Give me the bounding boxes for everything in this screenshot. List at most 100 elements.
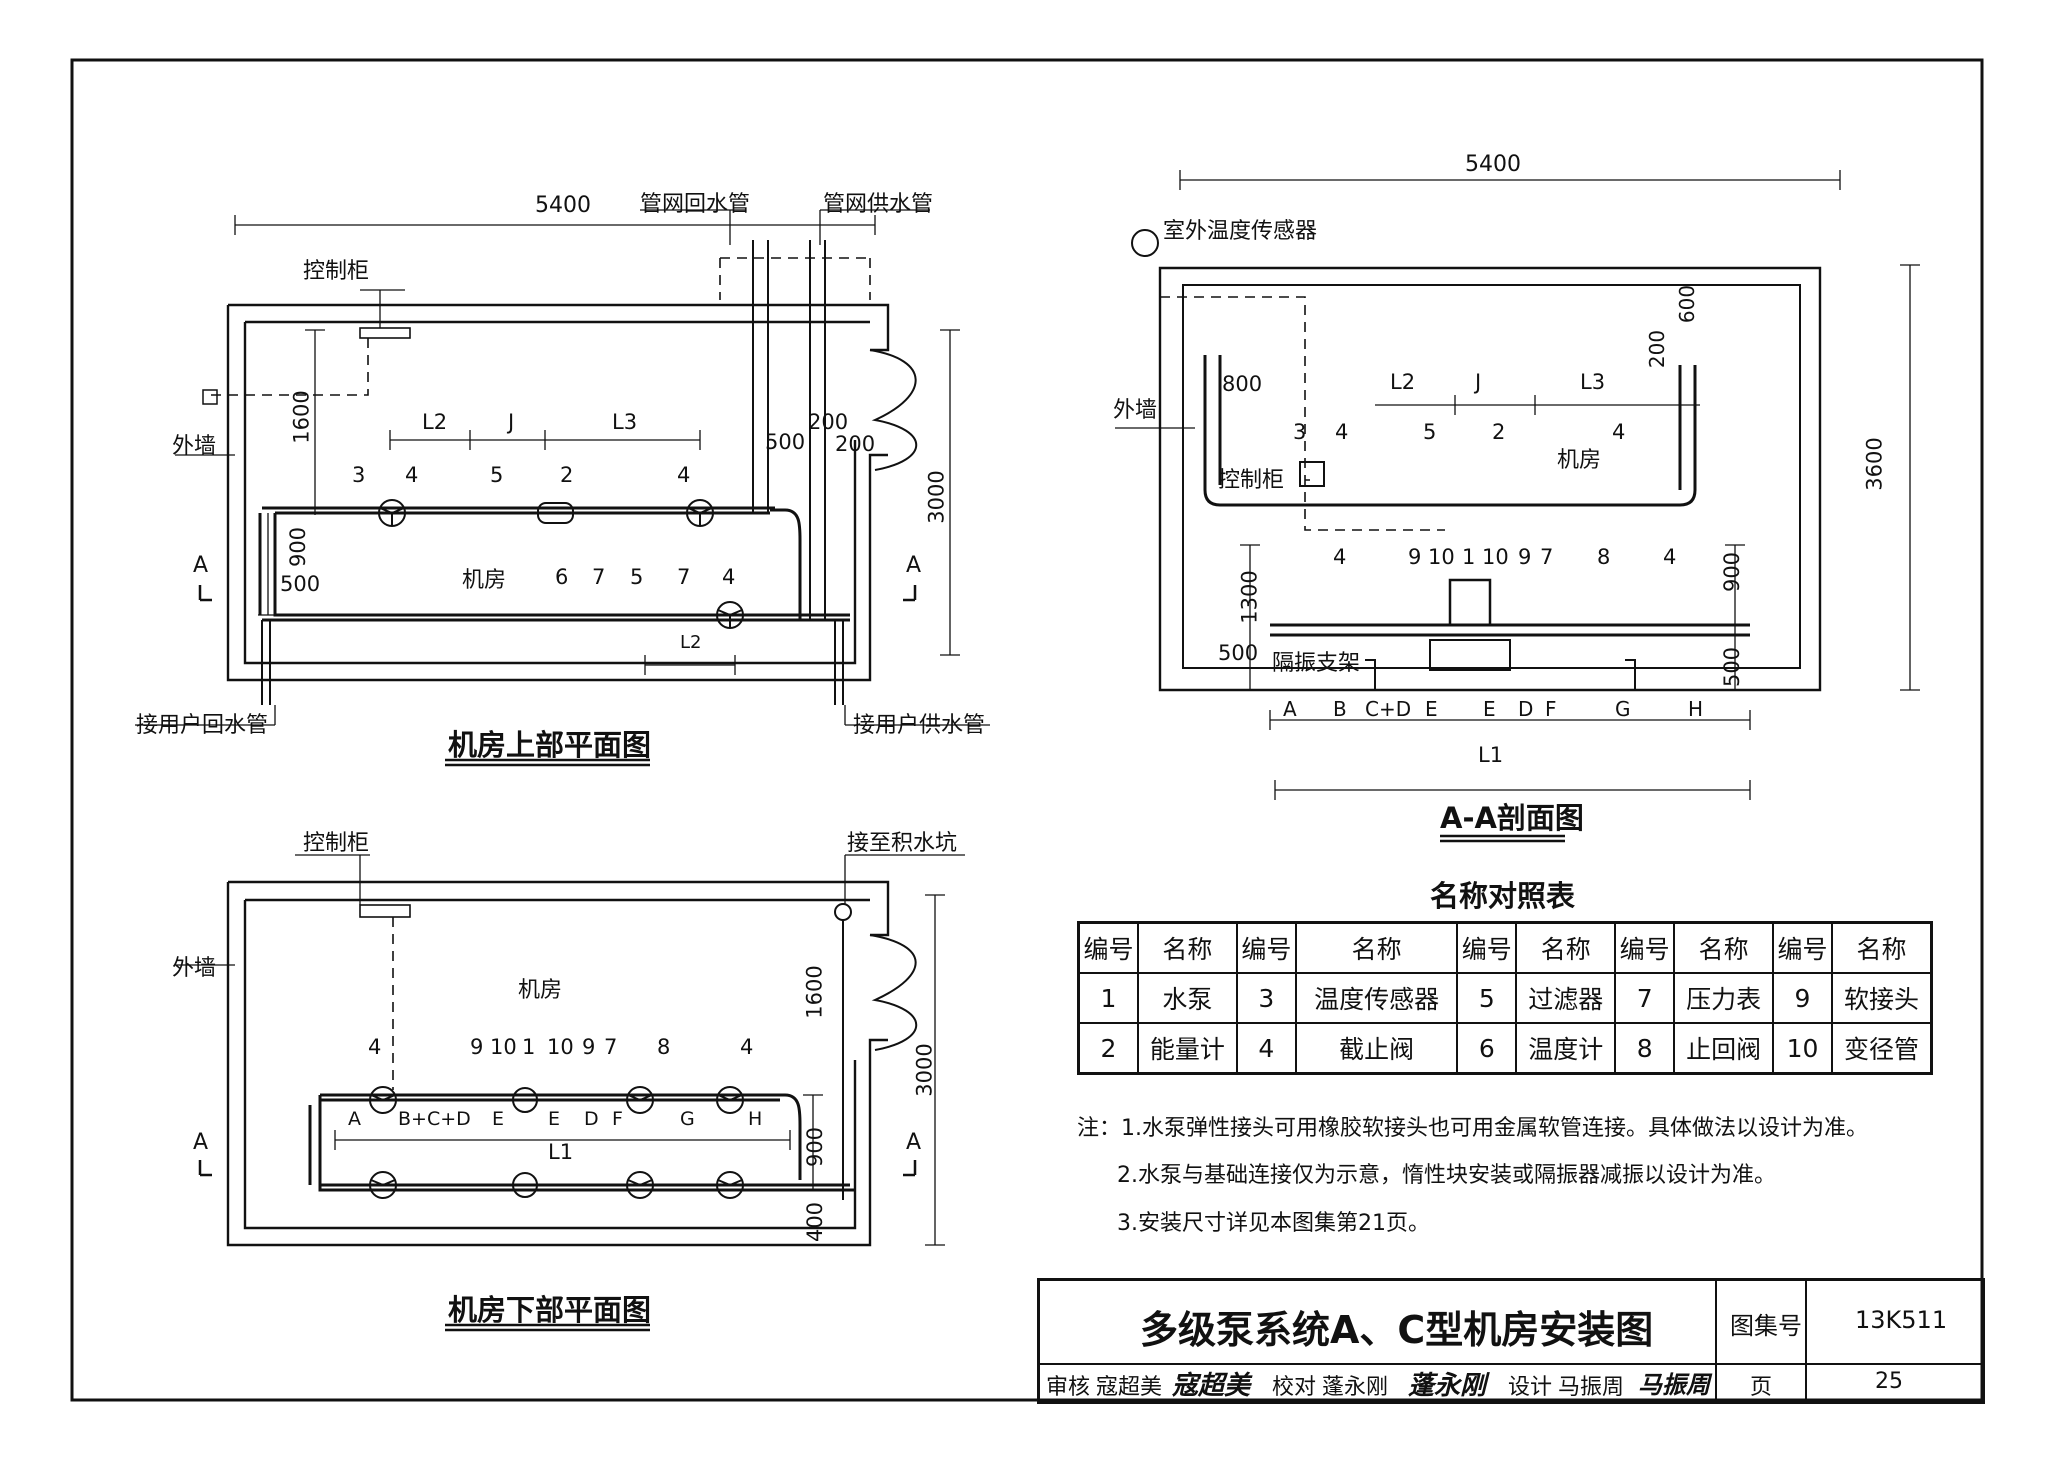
designer-label: 设计 xyxy=(1508,1375,1553,1400)
upper-control-cabinet-label: 控制柜 xyxy=(303,259,370,284)
section-n3: 3 xyxy=(1293,420,1307,444)
section-n4c: 4 xyxy=(1333,545,1347,569)
lower-n9a: 9 xyxy=(470,1035,484,1059)
upper-n7a: 7 xyxy=(592,565,606,589)
lower-dim-1600: 1600 xyxy=(802,965,827,1019)
section-L2: L2 xyxy=(1390,370,1416,394)
reviewer-name: 寇超美 xyxy=(1096,1375,1163,1400)
title-block-divider-v2 xyxy=(1805,1281,1807,1401)
lower-n9b: 9 xyxy=(582,1035,596,1059)
upper-n6: 6 xyxy=(555,565,569,589)
section-seg-e1: E xyxy=(1425,697,1438,721)
section-aa-title: A-A剖面图 xyxy=(1440,801,1584,835)
section-n9a: 9 xyxy=(1408,545,1422,569)
lower-seg-h: H xyxy=(748,1108,763,1130)
lower-n10b: 10 xyxy=(547,1035,574,1059)
legend-cell: 温度传感器 xyxy=(1294,972,1459,1024)
legend-cell: 7 xyxy=(1614,972,1676,1024)
designer-signature: 马振周 xyxy=(1638,1370,1710,1399)
legend-cell: 温度计 xyxy=(1515,1022,1617,1075)
designer-name: 马振周 xyxy=(1558,1375,1625,1400)
lower-control-cabinet-label: 控制柜 xyxy=(303,831,370,856)
section-dim-1300: 1300 xyxy=(1237,570,1262,624)
legend-row: 1 水泵 3 温度传感器 5 过滤器 7 压力表 9 软接头 xyxy=(1077,972,1933,1024)
lower-n7: 7 xyxy=(604,1035,618,1059)
lower-seg-bcd: B+C+D xyxy=(398,1108,471,1130)
lower-seg-d: D xyxy=(584,1108,599,1130)
section-outer-wall-label: 外墙 xyxy=(1113,398,1158,423)
lower-dim-900: 900 xyxy=(803,1126,828,1168)
upper-n7b: 7 xyxy=(677,565,691,589)
page-label: 页 xyxy=(1750,1375,1773,1400)
legend-cell: 压力表 xyxy=(1673,972,1774,1024)
reviewer-signature: 寇超美 xyxy=(1172,1371,1251,1401)
upper-n3: 3 xyxy=(352,463,366,487)
upper-outer-wall-label: 外墙 xyxy=(172,434,217,459)
section-seg-d: D xyxy=(1518,697,1534,721)
section-dim-500r: 500 xyxy=(1720,646,1745,688)
upper-J: J xyxy=(508,410,515,434)
page-no: 25 xyxy=(1875,1369,1903,1394)
lower-outer-wall-label: 外墙 xyxy=(172,956,217,981)
legend-cell: 截止阀 xyxy=(1294,1022,1459,1075)
reviewer-label: 审核 xyxy=(1046,1375,1091,1400)
legend-cell: 10 xyxy=(1772,1022,1833,1075)
section-n1: 1 xyxy=(1462,545,1476,569)
legend-row: 2 能量计 4 截止阀 6 温度计 8 止回阀 10 变径管 xyxy=(1077,1022,1933,1075)
legend-cell: 能量计 xyxy=(1137,1022,1238,1075)
legend-header-cell: 名称 xyxy=(1515,921,1617,974)
upper-n4a: 4 xyxy=(405,463,419,487)
title-block: 多级泵系统A、C型机房安装图 图集号 13K511 审核 寇超美 寇超美 校对 … xyxy=(1037,1278,1985,1404)
section-n2: 2 xyxy=(1492,420,1506,444)
section-n4b: 4 xyxy=(1612,420,1626,444)
legend-cell: 2 xyxy=(1077,1022,1139,1075)
upper-section-left: A xyxy=(193,553,209,578)
lower-seg-e2: E xyxy=(548,1108,561,1130)
return-main-label: 管网回水管 xyxy=(640,192,751,217)
upper-room-label: 机房 xyxy=(462,568,507,593)
upper-n2: 2 xyxy=(560,463,574,487)
lower-room-label: 机房 xyxy=(518,978,563,1003)
lower-n1: 1 xyxy=(522,1035,536,1059)
upper-dim-900: 900 xyxy=(286,526,311,568)
legend-cell: 6 xyxy=(1456,1022,1518,1075)
section-n4a: 4 xyxy=(1335,420,1349,444)
section-dim-800: 800 xyxy=(1222,372,1263,396)
legend-table: 编号 名称 编号 名称 编号 名称 编号 名称 编号 名称 1 水泵 3 温度传… xyxy=(1077,921,1933,1075)
section-J: J xyxy=(1475,370,1482,394)
lower-plan-title: 机房下部平面图 xyxy=(448,1293,652,1327)
section-n7: 7 xyxy=(1540,545,1554,569)
lower-section-right: A xyxy=(906,1130,922,1155)
upper-dim-500a: 500 xyxy=(280,572,321,596)
atlas-no: 13K511 xyxy=(1855,1306,1948,1334)
legend-cell: 过滤器 xyxy=(1515,972,1617,1024)
upper-L2b: L2 xyxy=(680,632,702,653)
legend-cell: 3 xyxy=(1235,972,1297,1024)
section-n9b: 9 xyxy=(1518,545,1532,569)
legend-header-cell: 编号 xyxy=(1456,921,1518,974)
upper-n4b: 4 xyxy=(677,463,691,487)
checker-name: 蓬永刚 xyxy=(1322,1375,1389,1400)
legend-header-row: 编号 名称 编号 名称 编号 名称 编号 名称 编号 名称 xyxy=(1077,921,1933,974)
lower-seg-a: A xyxy=(348,1108,361,1130)
section-seg-f: F xyxy=(1545,697,1557,721)
section-n5: 5 xyxy=(1423,420,1437,444)
lower-plan xyxy=(175,854,965,1247)
upper-dim-1600: 1600 xyxy=(289,390,314,444)
legend-header-cell: 编号 xyxy=(1235,921,1297,974)
title-block-divider-v1 xyxy=(1715,1281,1717,1401)
atlas-label: 图集号 xyxy=(1730,1312,1802,1340)
upper-dim-500b: 500 xyxy=(765,430,806,454)
section-aa xyxy=(1115,170,1920,800)
lower-n10a: 10 xyxy=(490,1035,517,1059)
lower-n4b: 4 xyxy=(740,1035,754,1059)
upper-dim-200a: 200 xyxy=(808,410,849,434)
section-n10a: 10 xyxy=(1428,545,1455,569)
upper-L2: L2 xyxy=(422,410,448,434)
isolator-label: 隔振支架 xyxy=(1272,651,1361,676)
title-block-divider-h xyxy=(1040,1363,1982,1365)
upper-section-right: A xyxy=(906,553,922,578)
legend-header-cell: 编号 xyxy=(1772,921,1833,974)
legend-cell: 水泵 xyxy=(1137,972,1238,1024)
